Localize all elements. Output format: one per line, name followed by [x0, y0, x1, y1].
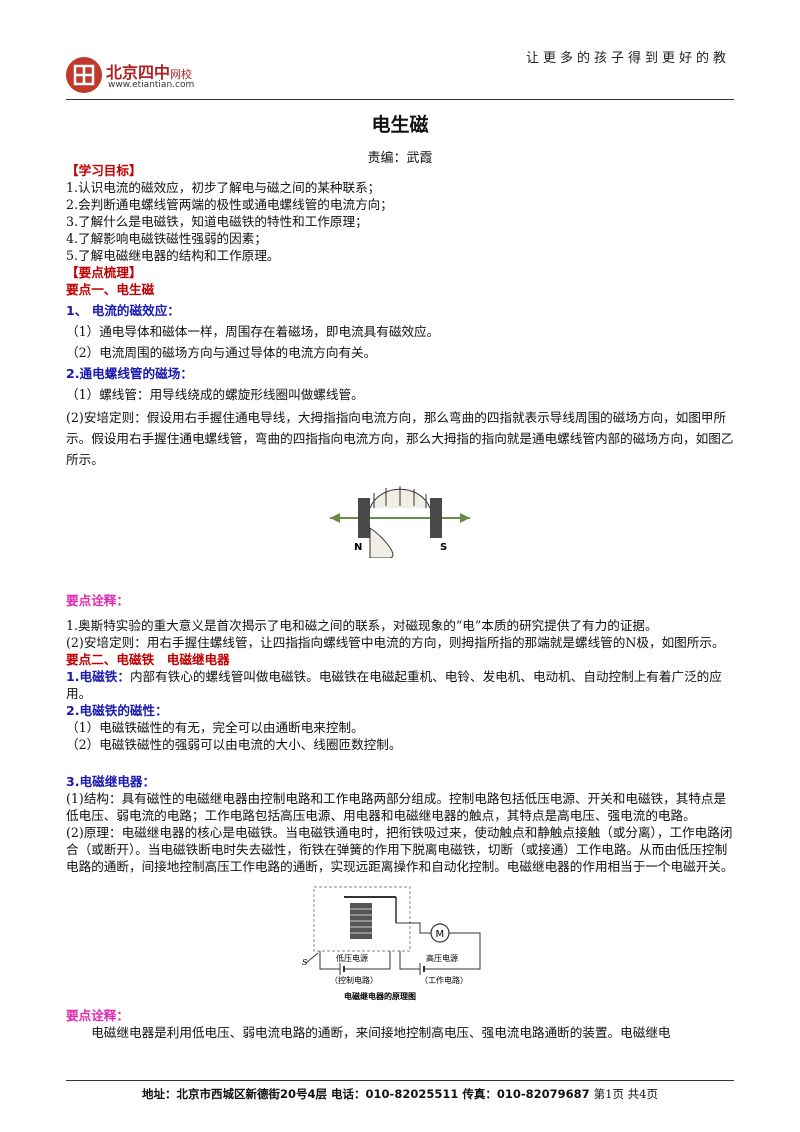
point2-sub2-item: （2）电磁铁磁性的强弱可以由电流的大小、线圈匝数控制。 [66, 737, 402, 752]
editor-line: 责编：武霞 [367, 151, 433, 166]
north-pole-label: N [354, 542, 362, 553]
goal-item: 5.了解电磁继电器的结构和工作原理。 [66, 248, 280, 263]
point2-sub1: 1.电磁铁：内部有铁心的螺线管叫做电磁铁。电磁铁在电磁起重机、电铃、发电机、电动… [66, 668, 734, 702]
header-rule [66, 99, 734, 100]
footer-address: 地址：北京市西城区新德街20号4层 电话：010-82025511 传真：010… [142, 1087, 590, 1101]
footer: 地址：北京市西城区新德街20号4层 电话：010-82025511 传真：010… [0, 1086, 800, 1102]
document-body: 【学习目标】 1.认识电流的磁效应，初步了解电与磁之间的某种联系； 2.会判断通… [66, 162, 734, 1041]
point1-heading: 要点一、电生磁 [66, 282, 155, 297]
point2-sub3-item: (1)结构：具有磁性的电磁继电器由控制电路和工作电路两部分组成。控制电路包括低压… [66, 791, 727, 823]
point2-sub2-item: （1）电磁铁磁性的有无，完全可以由通断电来控制。 [66, 720, 364, 735]
note2-heading: 要点诠释： [66, 1008, 129, 1023]
point1-sub1-item: （2）电流周围的磁场方向与通过导体的电流方向有关。 [66, 345, 377, 360]
note2-text: 电磁继电器是利用低电压、弱电流电路的通断，来间接地控制高电压、强电流电路通断的装… [91, 1025, 671, 1040]
page-title: 电生磁 [371, 114, 429, 136]
goal-item: 2.会判断通电螺线管两端的极性或通电螺线管的电流方向； [66, 197, 393, 212]
switch-label: S [302, 958, 308, 967]
note1-item: 1.奥斯特实验的重大意义是首次揭示了电和磁之间的联系，对磁现象的“电”本质的研究… [66, 618, 658, 633]
point2-sub1-heading: 1.电磁铁： [66, 669, 130, 684]
low-voltage-source-label: 低压电源 [336, 953, 368, 963]
point2-sub1-text: 内部有铁心的螺线管叫做电磁铁。电磁铁在电磁起重机、电铃、发电机、电动机、自动控制… [66, 669, 722, 701]
logo-name: 北京四中网校 [106, 63, 193, 82]
point2-sub3-heading: 3.电磁继电器： [66, 774, 156, 789]
note1-heading: 要点诠释： [66, 593, 129, 608]
header-slogan: 让更多的孩子得到更好的教 [525, 51, 730, 66]
relay-circuit-figure: M S 低压电源 （控制电路） 高压电源 （工作电路） 电磁继电器的原理图 [302, 886, 481, 1001]
goal-item: 3.了解什么是电磁铁，知道电磁铁的特性和工作原理； [66, 214, 368, 229]
points-heading: 【要点梳理】 [66, 265, 142, 280]
logo-emblem-icon [66, 57, 102, 93]
point1-sub1-heading: 1、 电流的磁效应： [66, 303, 180, 318]
point2-heading: 要点二、电磁铁 电磁继电器 [66, 652, 230, 667]
figure-caption: 电磁继电器的原理图 [344, 991, 416, 1001]
goal-item: 1.认识电流的磁效应，初步了解电与磁之间的某种联系； [66, 180, 381, 195]
school-logo: 北京四中网校 www.etiantian.com [66, 57, 246, 97]
goals-heading: 【学习目标】 [66, 163, 142, 178]
work-circuit-label: （工作电路） [420, 975, 468, 985]
page-indicator: 第1页 共4页 [593, 1087, 658, 1101]
control-circuit-label: （控制电路） [330, 975, 378, 985]
point1-sub2-item: （1）螺线管：用导线绕成的螺旋形线圈叫做螺线管。 [66, 387, 364, 402]
south-pole-label: S [440, 542, 447, 553]
note1-item: (2)安培定则：用右手握住螺线管，让四指指向螺线管中电流的方向，则拇指所指的那端… [66, 635, 725, 650]
point1-sub1-item: （1）通电导体和磁体一样，周围存在着磁场，即电流具有磁效应。 [66, 324, 440, 339]
point2-sub2-heading: 2.电磁铁的磁性： [66, 703, 168, 718]
point2-sub3-item: (2)原理：电磁继电器的核心是电磁铁。当电磁铁通电时，把衔铁吸过来，使动触点和静… [66, 825, 734, 874]
footer-rule [66, 1080, 734, 1081]
high-voltage-source-label: 高压电源 [426, 953, 458, 963]
goal-item: 4.了解影响电磁铁磁性强弱的因素； [66, 231, 267, 246]
solenoid-hand-figure: N S [330, 486, 470, 558]
point1-sub2-heading: 2.通电螺线管的磁场： [66, 366, 193, 381]
motor-icon: M [436, 929, 445, 940]
point1-sub2-item: (2)安培定则：假设用右手握住通电导线，大拇指指向电流方向，那么弯曲的四指就表示… [66, 410, 734, 467]
logo-url: www.etiantian.com [108, 80, 195, 90]
